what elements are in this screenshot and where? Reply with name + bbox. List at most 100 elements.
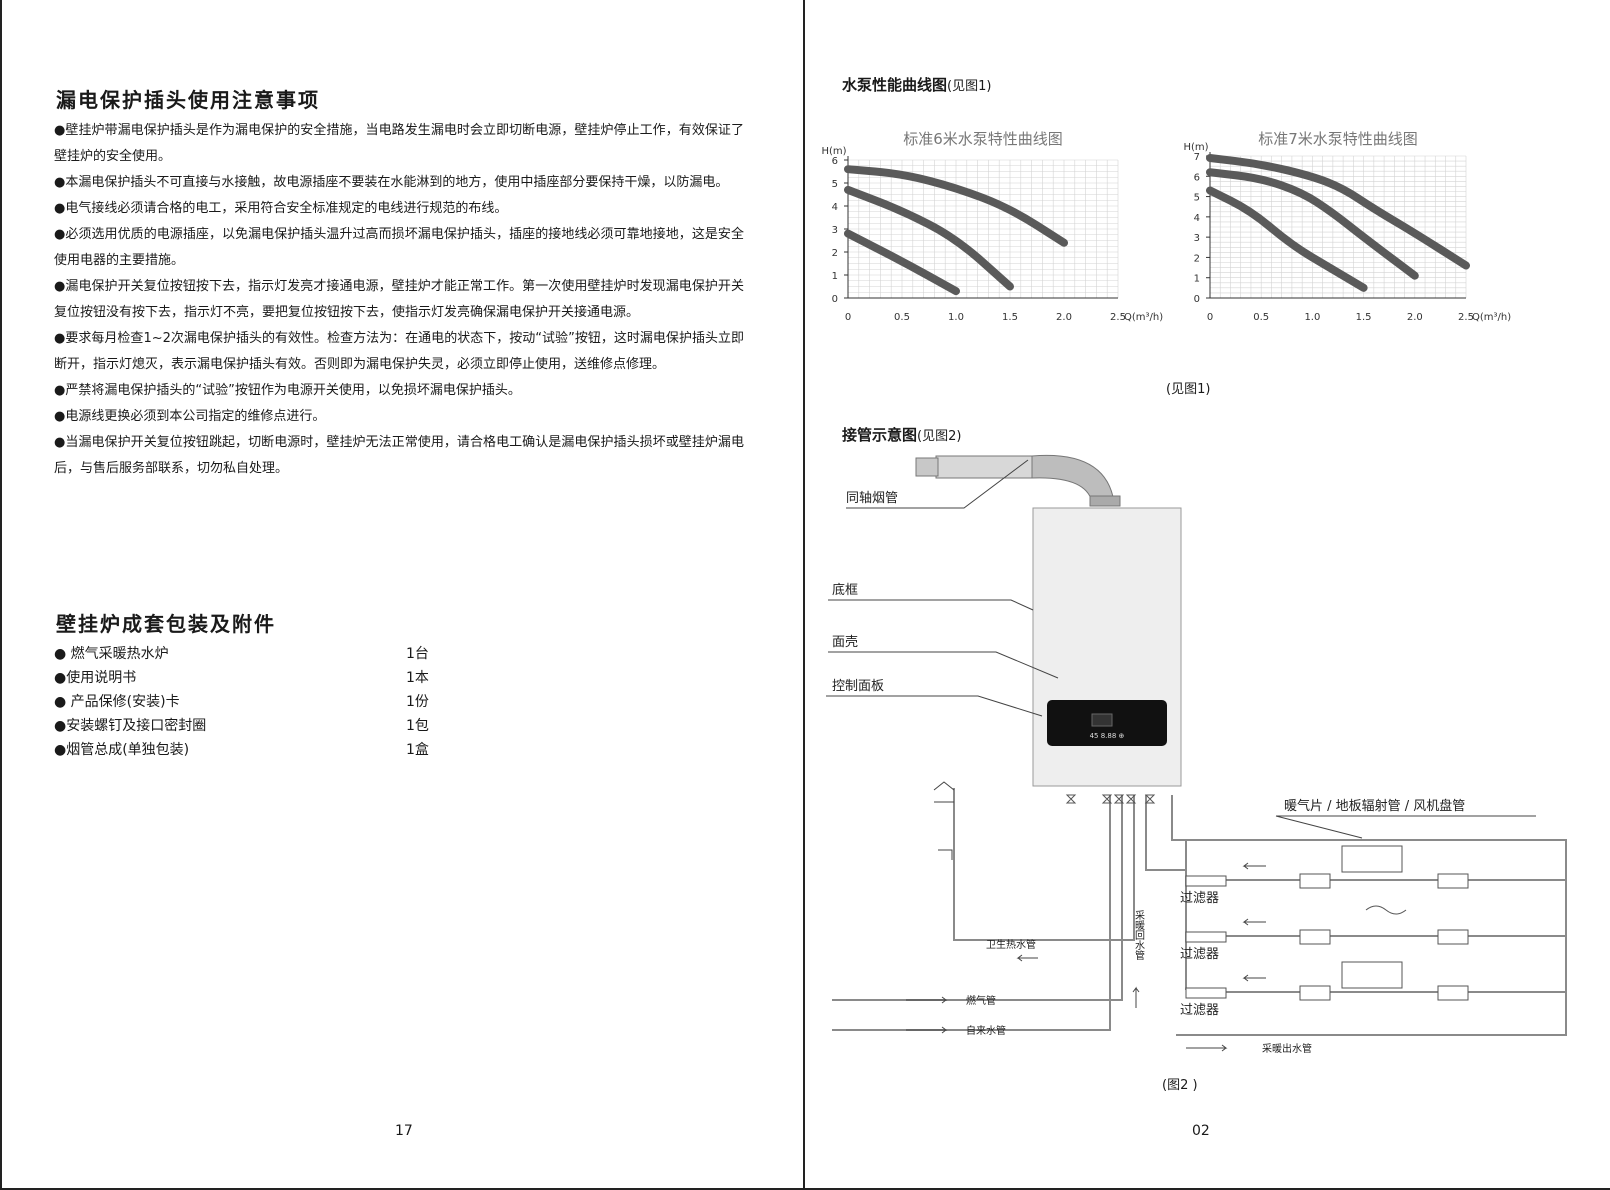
y-tick-label: 1 [1194,274,1200,285]
y-tick-label: 7 [1194,152,1200,163]
floor-coil-icon [1365,905,1407,915]
pump-curve-series-3 [1206,186,1368,292]
page-border-left [0,0,2,1190]
package-item-name: ●烟管总成(单独包装) [54,742,190,758]
page-number-left: 17 [395,1123,413,1139]
label-return-pipe: 采暖回水管 [1133,910,1145,961]
arrow-up [1132,986,1140,1008]
package-item-qty: 1盒 [406,742,429,758]
union-icon [1299,929,1331,945]
flue-terminal [915,457,939,477]
pump-curve-series-3 [844,229,960,296]
label-gas-pipe: 燃气管 [966,994,996,1007]
leakage-notes-list: ●壁挂炉带漏电保护插头是作为漏电保护的安全措施，当电路发生漏电时会立即切断电源，… [54,118,744,482]
note-item: ●电源线更换必须到本公司指定的维修点进行。 [54,409,326,424]
union-icon [1299,985,1331,1001]
y-tick-label: 6 [1194,172,1200,183]
note-item: ●电气接线必须请合格的电工，采用符合安全标准规定的电线进行规范的布线。 [54,201,508,216]
note-item: ●漏电保护开关复位按钮按下去，指示灯发亮才接通电源，壁挂炉才能正常工作。第一次使… [54,279,744,320]
x-tick-label: 1.0 [1304,312,1320,323]
leader-frame [828,599,1034,611]
arrow-left [1242,974,1266,982]
arrow-left [1242,862,1266,870]
leader-flue [846,459,1029,509]
y-tick-label: 3 [832,225,838,236]
x-tick-label: 2.0 [1056,312,1072,323]
pump-curve-title-ref: (见图1) [947,79,992,94]
tap-icon [938,849,953,860]
boiler-unit: 45 8.88 ⊕ [1032,507,1182,804]
label-filter-1: 过滤器 [1180,891,1219,906]
filter-valve-icon [1185,931,1227,943]
union-icon [1299,873,1331,889]
filter-valve-icon [1185,875,1227,887]
figure2-caption: (图2 ) [1162,1078,1198,1093]
package-item-qty: 1份 [406,694,429,710]
pump-curve-series-1 [844,165,1068,247]
filter-valve-icon [1185,987,1227,999]
note-item: ●本漏电保护插头不可直接与水接触，故电源插座不要装在水能淋到的地方，使用中插座部… [54,175,729,190]
label-panel: 控制面板 [832,679,884,694]
label-supply-pipe: 采暖出水管 [1262,1042,1312,1055]
arrow-right [906,996,948,1004]
label-frame: 底框 [832,582,858,598]
display-text: 45 8.88 ⊕ [1090,732,1125,740]
note-item: ●要求每月检查1~2次漏电保护插头的有效性。检查方法为：在通电的状态下，按动“试… [54,331,744,372]
chart-title: 标准7米水泵特性曲线图 [1258,130,1418,148]
arrow-left [1242,918,1266,926]
chart-title: 标准6米水泵特性曲线图 [903,130,1063,148]
gas-pipe [832,795,1123,1001]
x-tick-label: 0 [1207,312,1213,323]
y-tick-label: 4 [1194,213,1200,224]
package-item-qty: 1本 [406,670,429,686]
note-item: ●当漏电保护开关复位按钮跳起，切断电源时，壁挂炉无法正常使用，请合格电工确认是漏… [54,435,744,476]
y-tick-label: 3 [1194,233,1200,244]
note-item: ●必须选用优质的电源插座，以免漏电保护插头温升过高而损坏漏电保护插头，插座的接地… [54,227,744,268]
y-axis-label: H(m) [821,146,846,157]
package-item: ●烟管总成(单独包装) 1盒 [54,738,434,762]
display-screen [1091,713,1113,727]
section-title-package: 壁挂炉成套包装及附件 [56,612,276,636]
shower-icon [933,781,955,803]
inlet-valves [1065,794,1156,804]
coaxial-flue [915,454,1121,507]
flue-collar [1089,495,1121,507]
y-tick-label: 0 [832,294,838,305]
pipe-diagram-title: 接管示意图(见图2) [842,424,961,445]
heating-supply-pipe [1171,795,1567,1036]
union-icon [1437,873,1469,889]
note-item: ●严禁将漏电保护插头的“试验”按钮作为电源开关使用，以免损坏漏电保护插头。 [54,383,521,398]
pipe-diagram-title-text: 接管示意图 [842,426,918,444]
label-filter-3: 过滤器 [1180,1003,1219,1018]
x-tick-label: 1.5 [1356,312,1372,323]
label-shell: 面壳 [832,635,858,650]
book-spine [803,0,805,1190]
label-radiator-group: 暖气片 / 地板辐射管 / 风机盘管 [1284,798,1465,814]
y-tick-label: 2 [832,248,838,259]
x-tick-label: 2.0 [1407,312,1423,323]
dhw-pipe [953,788,1135,941]
x-tick-label: 0 [845,312,851,323]
page-number-right: 02 [1192,1123,1210,1139]
pipe-diagram-title-ref: (见图2) [917,429,962,444]
tap-water-pipe [832,795,1111,1031]
x-tick-label: 1.0 [948,312,964,323]
y-axis-label: H(m) [1183,142,1208,153]
page-border-bottom [0,1188,1610,1190]
package-item-name: ●安装螺钉及接口密封圈 [54,718,207,734]
left-page: 漏电保护插头使用注意事项 ●壁挂炉带漏电保护插头是作为漏电保护的安全措施，当电路… [0,0,804,1190]
pump-curve-title: 水泵性能曲线图(见图1) [842,74,991,95]
label-filter-2: 过滤器 [1180,947,1219,962]
heating-return-pipe [1145,795,1186,871]
label-flue: 同轴烟管 [846,491,898,506]
x-tick-label: 1.5 [1002,312,1018,323]
flue-elbow [1031,454,1115,503]
arrow-left [1016,954,1038,962]
y-tick-label: 6 [832,156,838,167]
radiator-icon [1341,961,1403,989]
